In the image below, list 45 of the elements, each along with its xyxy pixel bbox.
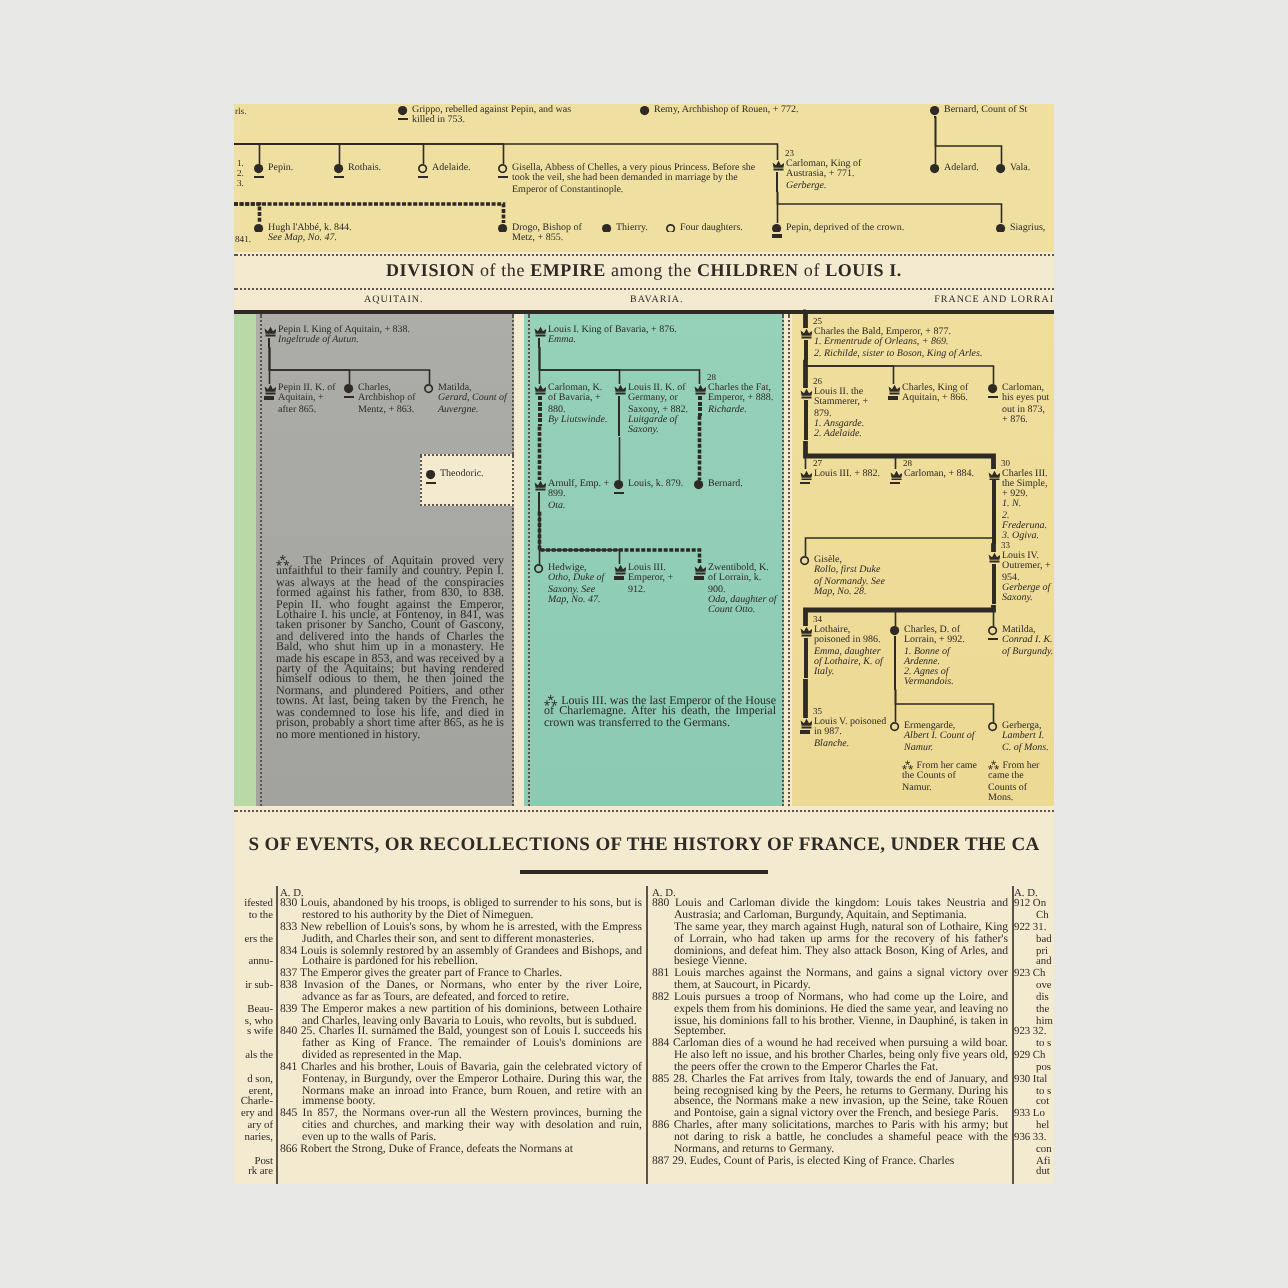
person-entry: [995, 223, 1049, 234]
family-line: [804, 358, 995, 385]
person-entry: [533, 564, 611, 607]
person-entry: [423, 384, 509, 416]
thick-line: [991, 540, 996, 552]
family-line: [268, 346, 431, 385]
person-entry: [533, 384, 612, 427]
chain-line: [537, 511, 702, 564]
thick-line: [803, 676, 808, 718]
region-panel: [256, 290, 514, 806]
person-entry: [343, 384, 422, 416]
thick-line: [803, 604, 996, 626]
chain-line: [234, 202, 506, 223]
person-entry: [533, 480, 612, 512]
person-entry: [799, 626, 887, 679]
thick-line: [803, 357, 808, 388]
person-entry: [693, 564, 779, 617]
family-line: [934, 115, 1003, 165]
person-entry: [987, 552, 1054, 605]
family-line: [618, 436, 621, 481]
family-line: [233, 143, 779, 161]
family-line: [538, 510, 621, 565]
person-entry: [799, 556, 887, 599]
region-panel: [524, 290, 784, 806]
family-line: [804, 537, 995, 557]
person-entry: [263, 384, 342, 416]
person-entry: [799, 718, 887, 750]
section-title: S OF EVENTS, OR RECOLLECTIONS OF THE HISTORY OF FRANCE, UNDER THE CA: [246, 835, 1042, 857]
person-entry: [987, 722, 1054, 754]
chart-title: DIVISION of the EMPIRE among the CHILDREN of LOUIS I.: [384, 259, 904, 279]
person-entry: [613, 384, 692, 437]
person-entry: [799, 469, 883, 485]
person-entry: [987, 384, 1053, 427]
thick-line: [803, 309, 809, 328]
chain-line: [537, 424, 542, 480]
family-line: [776, 191, 1003, 224]
person-entry: [693, 384, 777, 416]
region-panel: [792, 290, 1054, 806]
family-line: [538, 346, 701, 385]
family-line: [894, 604, 995, 627]
person-entry: [987, 626, 1054, 658]
family-line: [992, 604, 995, 627]
chain-line: [697, 413, 702, 480]
family-line: [894, 688, 995, 723]
thick-line: [803, 440, 996, 469]
